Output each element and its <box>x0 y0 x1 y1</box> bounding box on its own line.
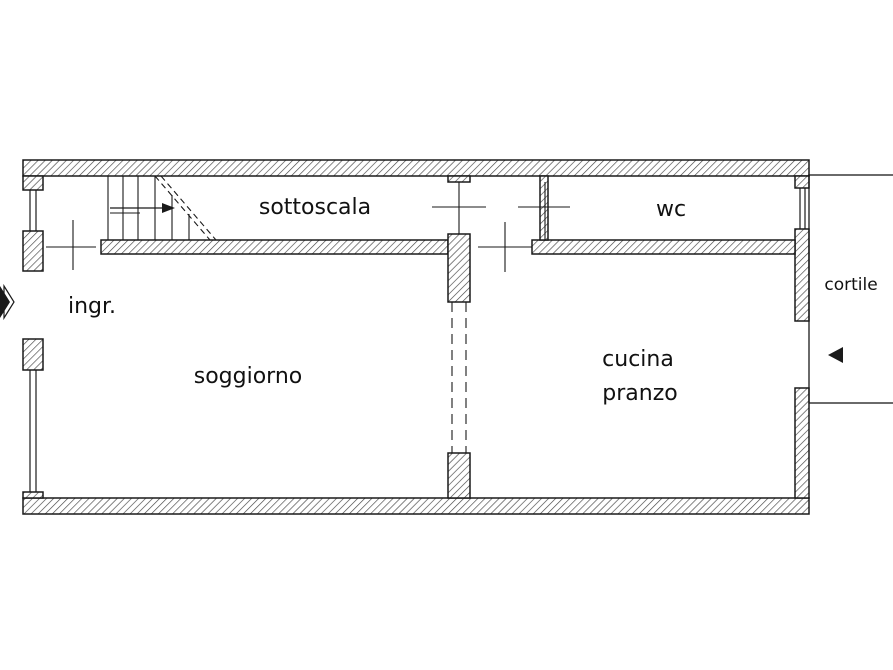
wall-left-top <box>22 175 44 191</box>
label-pranzo: pranzo <box>602 381 677 406</box>
opening-markers <box>46 182 570 272</box>
wall-interior-left <box>100 239 449 255</box>
arrow-right-icon <box>110 203 175 214</box>
staircase <box>107 175 217 241</box>
windows-left <box>29 190 37 492</box>
label-ingresso: ingr. <box>68 294 116 319</box>
wall-stub-wc <box>539 175 549 241</box>
wall-left-low <box>22 338 44 371</box>
wall-column-upper <box>447 233 471 303</box>
wall-right-mid <box>794 228 810 322</box>
wall-left-mid <box>22 230 44 272</box>
courtyard-outline <box>808 174 893 404</box>
wall-column-lower <box>447 452 471 499</box>
wall-top <box>22 159 810 177</box>
wall-stub-sottoscala <box>447 175 471 183</box>
wall-bottom <box>22 497 810 515</box>
dashed-opening <box>451 302 467 453</box>
double-arrow-entry-icon <box>0 283 15 321</box>
window-right-wc <box>799 188 806 229</box>
label-soggiorno: soggiorno <box>194 364 303 389</box>
wall-left-bottom <box>22 491 44 499</box>
triangle-arrow-icon <box>828 347 843 363</box>
label-wc: wc <box>656 197 686 222</box>
label-cucina: cucina <box>602 347 674 372</box>
wall-interior-right <box>531 239 796 255</box>
wall-right-low <box>794 387 810 499</box>
wall-right-top <box>794 175 810 189</box>
label-cortile: cortile <box>824 275 877 295</box>
label-sottoscala: sottoscala <box>259 195 371 220</box>
walls <box>22 159 810 515</box>
